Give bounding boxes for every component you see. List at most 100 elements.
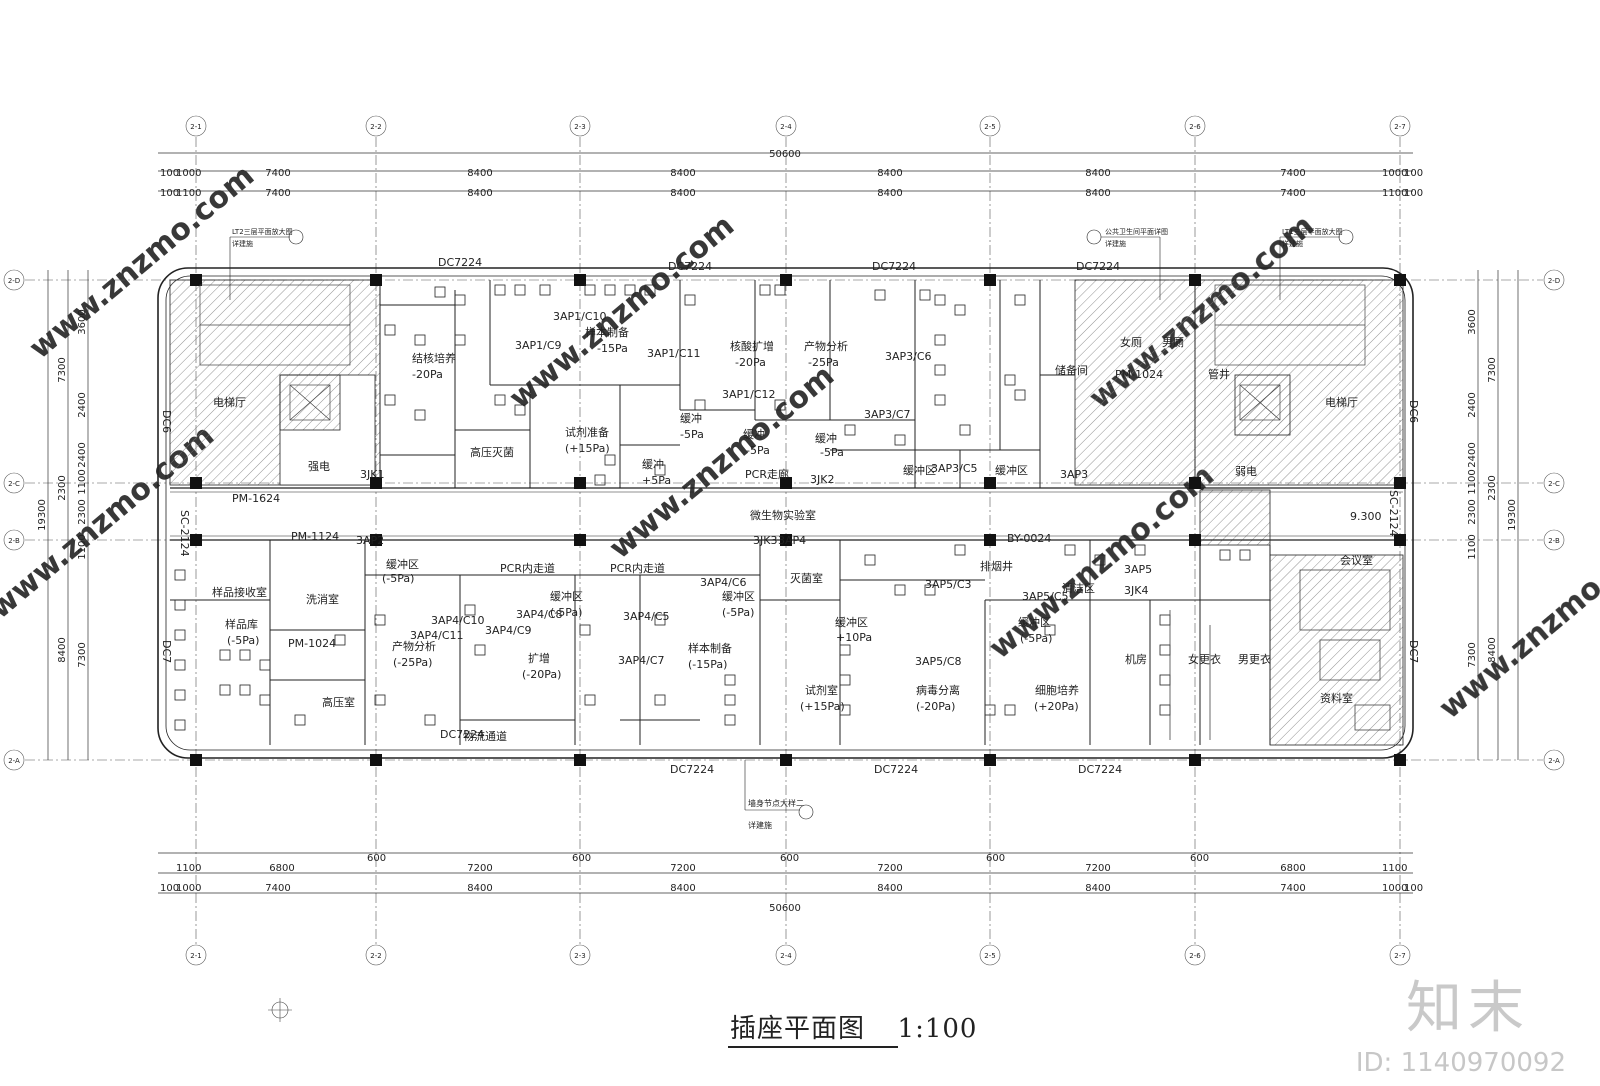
dim-text: 1000 [176,168,201,179]
structural-column [780,534,792,546]
grid-label: 2-1 [190,952,201,960]
room-pressure: -5Pa [680,428,704,441]
socket-symbol [919,289,931,301]
room-pressure: (+20Pa) [1034,700,1079,713]
wall-label: DC7 [160,640,173,663]
grid-bubble [1389,115,1411,137]
structural-column [574,754,586,766]
dim-text: 2400 [77,442,88,467]
socket-symbol [259,659,271,671]
total-width-top: 50600 [769,149,801,160]
dim-text: 19300 [1507,499,1518,531]
dim-text: 100 [160,188,179,199]
structural-column [1189,477,1201,489]
socket-symbol [839,674,851,686]
room-label: 试剂室 [805,683,838,697]
socket-symbol [934,294,946,306]
room-label: PCR内走道 [500,561,555,575]
room-label: 试剂准备 [565,425,609,439]
socket-symbol [934,394,946,406]
id-watermark: ID: 1140970092 [1355,1048,1566,1078]
room-label: 缓冲区 [1018,615,1051,629]
room-label: 电梯厅 [213,396,246,409]
room-label: 机房 [1125,652,1147,666]
dim-text: 2300 [77,499,88,524]
structural-column [1189,534,1201,546]
circuit-label: 3AP3/C5 [931,462,978,475]
dimension-texts: 50600 100 1000 7400 8400 8400 8400 8400 … [37,149,1518,914]
grid-bubble [775,115,797,137]
dim-text: 7400 [265,168,290,179]
circuit-label: 3AP4 [778,534,806,547]
dim-text: 8400 [1085,188,1110,199]
socket-symbol [174,689,186,701]
room-label: 高压室 [322,695,355,709]
socket-symbol [1219,549,1231,561]
grid-bubble [3,529,25,551]
room-pressure: (-5Pa) [1020,632,1052,645]
room-label: 缓冲区 [835,615,868,629]
dim-text: 8400 [1487,637,1498,662]
elevation-mark: 9.300 [1350,510,1382,523]
circuit-label: 3AP5/C5 [1022,590,1069,603]
room-label: 细胞培养 [1035,683,1079,697]
grid-label: 2-4 [780,123,792,131]
socket-symbol [1014,294,1026,306]
room-label: 样本制备 [688,641,732,655]
socket-symbol [694,399,706,411]
dim-text: 8400 [670,188,695,199]
room-label: 缓冲 [815,431,837,445]
structural-columns [190,274,1406,766]
dim-text: 1100 [1467,534,1478,559]
dim-text: 7300 [1487,357,1498,382]
socket-symbol [1239,549,1251,561]
title-underline [728,1046,898,1048]
socket-symbol [174,569,186,581]
room-label: 缓冲区 [722,589,755,603]
structural-column [984,754,996,766]
room-pressure: (-20Pa) [522,668,561,681]
door-label: PM-1024 [1115,368,1163,381]
socket-symbol [474,644,486,656]
dim-text: 100 [1404,168,1423,179]
wall-label-dc: DC7224 [668,260,712,273]
circuit-label: 3AP1/C11 [647,347,701,360]
grid-bubble [185,944,207,966]
room-pressure: (-15Pa) [688,658,727,671]
room-pressure: (-5Pa) [550,606,582,619]
socket-symbol [259,694,271,706]
room-partitions [379,280,1075,488]
socket-symbol [954,304,966,316]
circuit-label: 3JK3 [753,534,777,547]
room-label: 缓冲区 [550,589,583,603]
grid-label: 2-4 [780,952,792,960]
dim-text: 100 [1404,188,1423,199]
socket-symbol [844,424,856,436]
door-label: PM-1624 [232,492,280,505]
room-label: 清洁区 [1062,582,1095,595]
dim-text: 8400 [467,168,492,179]
socket-symbol [759,284,771,296]
socket-symbol [654,464,666,476]
socket-symbol [644,284,656,296]
grid-bubble [1543,749,1565,771]
socket-symbol [724,714,736,726]
circuit-label: 3AP5/C8 [915,655,962,668]
door-label: BY-0024 [1007,532,1051,545]
socket-symbol [514,404,526,416]
room-label: 产物分析 [392,639,436,653]
room-pressure: (-25Pa) [393,656,432,669]
socket-symbol [174,629,186,641]
socket-symbol [924,584,936,596]
room-labels: 电梯厅 电梯厅 强电 弱电 样本制备 -15Pa 试剂准备 (+15Pa) 核酸… [212,325,1373,743]
dim-text: 7400 [1280,883,1305,894]
wall-label: DC7 [1407,640,1420,663]
socket-symbol [454,334,466,346]
dim-text: 7400 [265,883,290,894]
grid-label: 2-2 [370,952,381,960]
dim-text: 1100 [176,863,201,874]
grid-label: 2-6 [1189,123,1201,131]
callout-text: 详建施 [748,820,772,830]
socket-symbol [384,324,396,336]
dim-text: 2300 [57,475,68,500]
